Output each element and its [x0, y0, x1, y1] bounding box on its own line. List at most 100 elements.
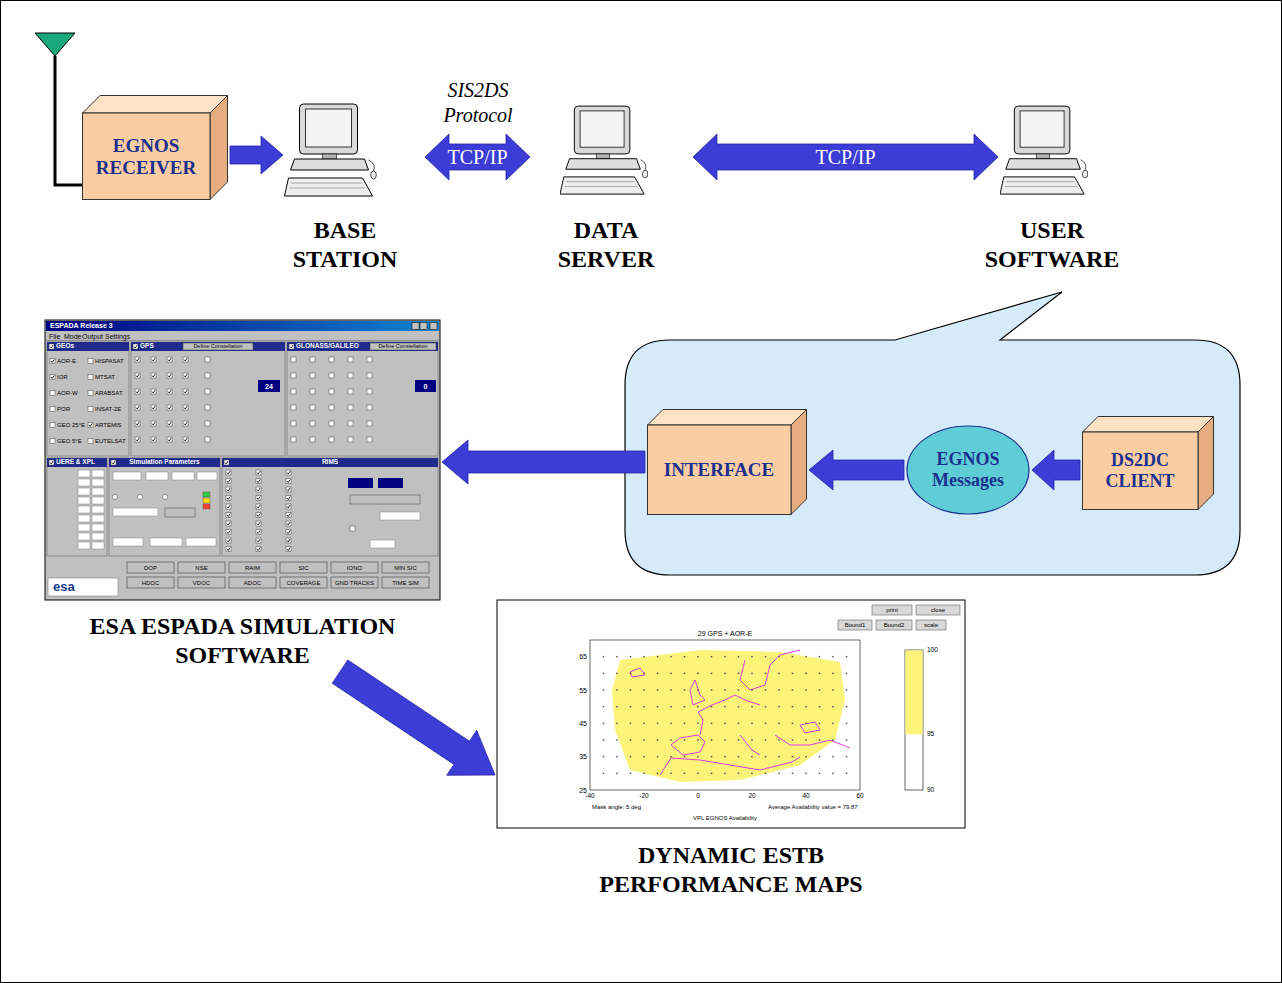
map-text: 60: [856, 793, 863, 800]
label-anchor: GEO 5°E: [57, 438, 82, 444]
geo-checkbox: [88, 375, 93, 380]
grid-point: [630, 706, 632, 708]
mouse-cable: [640, 160, 646, 171]
label-anchor: NSE: [195, 565, 207, 571]
label-anchor: ESPADA Release 3: [50, 322, 113, 329]
keyboard: [1000, 177, 1084, 194]
grid-point: [805, 656, 807, 658]
grid-point: [765, 723, 767, 725]
label-anchor: 0: [424, 383, 428, 390]
grid-point: [724, 723, 726, 725]
label-anchor: GEO 25°E: [57, 422, 85, 428]
keyboard: [560, 177, 644, 194]
grid-point: [765, 706, 767, 708]
grid-point: [603, 673, 605, 675]
gps-checkbox: [205, 421, 210, 426]
grid-point: [657, 773, 659, 775]
grid-point: [643, 723, 645, 725]
grid-point: [657, 656, 659, 658]
check-mark: [257, 471, 260, 474]
monitor-screen: [580, 111, 624, 147]
grid-point: [603, 656, 605, 658]
input-field: [78, 488, 90, 495]
grid-point: [805, 706, 807, 708]
rims-checkbox: [256, 547, 261, 552]
dropdown-field: [186, 538, 216, 546]
grid-point: [630, 656, 632, 658]
ui-panel: [287, 342, 438, 456]
count-box: [415, 380, 436, 392]
grid-point: [643, 756, 645, 758]
grid-point: [846, 756, 848, 758]
check-mark: [168, 422, 171, 425]
grid-point: [603, 739, 605, 741]
map-text: scale: [924, 622, 938, 628]
map-text: 90: [927, 787, 934, 794]
grid-point: [751, 673, 753, 675]
grid-point: [832, 656, 834, 658]
grid-point: [711, 773, 713, 775]
box-side-face: [210, 96, 228, 200]
grid-point: [819, 773, 821, 775]
check-mark: [152, 390, 155, 393]
glonass-checkbox: [329, 405, 334, 410]
panel-header: [222, 458, 438, 467]
rims-checkbox: [256, 521, 261, 526]
glonass-checkbox: [291, 437, 296, 442]
grid-point: [670, 723, 672, 725]
check-mark: [227, 488, 230, 491]
status-light: [203, 498, 210, 503]
label-anchor: HDOC: [142, 580, 160, 586]
connector-label: TCP/IP: [815, 147, 875, 167]
map-button: [872, 605, 912, 615]
computer-icon: BASE STATION: [283, 100, 378, 205]
grid-point: [778, 723, 780, 725]
map-text: print: [886, 607, 898, 613]
check-mark: [287, 548, 290, 551]
map-text: 0: [696, 793, 700, 800]
map-text: close: [931, 607, 945, 613]
map-text: 35: [579, 753, 587, 760]
software-ui-text: File: [49, 333, 60, 340]
grid-point: [778, 756, 780, 758]
keyboard-keys: [1005, 186, 1077, 187]
coastline: [660, 757, 800, 775]
grid-point: [792, 673, 794, 675]
grid-point: [657, 756, 659, 758]
box-side-face: [791, 410, 807, 515]
monitor-screen: [306, 109, 352, 147]
check-mark: [257, 505, 260, 508]
status-light: [203, 504, 210, 509]
grid-point: [616, 673, 618, 675]
label-anchor: GEOs: [56, 343, 74, 350]
gps-checkbox: [135, 357, 140, 362]
grid-point: [697, 689, 699, 691]
gps-checkbox: [167, 389, 172, 394]
check-mark: [287, 514, 290, 517]
label-anchor: DATA SERVER: [496, 216, 716, 274]
map-text: 55: [579, 687, 587, 694]
software-ui-text: AOR-E: [57, 358, 76, 364]
gps-checkbox: [167, 405, 172, 410]
software-ui-text: esa: [53, 580, 75, 593]
grid-point: [697, 673, 699, 675]
rims-checkbox: [226, 470, 231, 475]
protocol-note: SIS2DS Protocol: [443, 78, 512, 128]
map-text: 29 GPS + AOR-E: [698, 630, 752, 637]
grid-point: [778, 706, 780, 708]
grid-point: [697, 756, 699, 758]
rims-checkbox: [286, 487, 291, 492]
keyboard-keys: [1006, 181, 1075, 182]
block-arrow: [425, 134, 530, 180]
geo-checkbox: [50, 375, 55, 380]
ui-button: [127, 562, 174, 573]
text-area: INTERFACE: [647, 425, 791, 515]
geo-checkbox: [88, 391, 93, 396]
rims-checkbox: [226, 479, 231, 484]
check-mark: [287, 471, 290, 474]
map-button: [838, 620, 872, 630]
gps-checkbox: [205, 437, 210, 442]
check-mark: [136, 390, 139, 393]
check-mark: [50, 345, 53, 348]
check-mark: [51, 360, 54, 363]
